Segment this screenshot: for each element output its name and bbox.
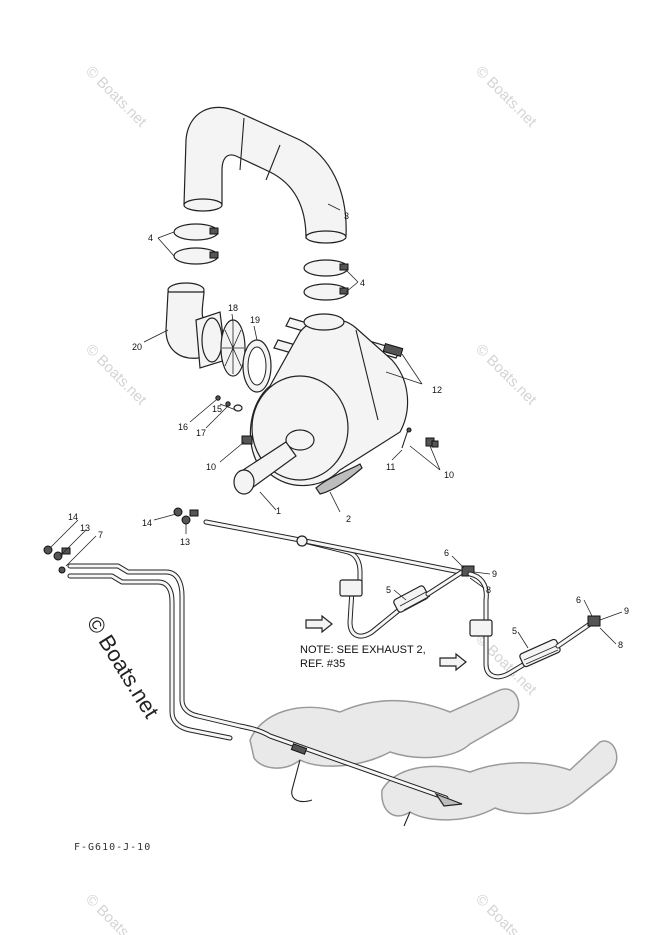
clip-10-left	[241, 435, 253, 445]
fittings-13-14-left	[43, 545, 71, 574]
callout-17: 17	[196, 428, 206, 438]
callout-2: 2	[346, 514, 351, 524]
callout-15: 15	[212, 404, 222, 414]
exhaust-manifold-outline	[249, 688, 618, 827]
muffler-body-1	[233, 313, 409, 495]
callout-19: 19	[250, 315, 260, 325]
callout-3: 3	[344, 211, 349, 221]
hose-assembly-5-left	[339, 565, 475, 639]
callout-16: 16	[178, 422, 188, 432]
fittings-13-14-center	[173, 507, 199, 525]
note-line-1: NOTE: SEE EXHAUST 2,	[300, 644, 426, 656]
callout-8-right: 8	[618, 640, 623, 650]
callout-7: 7	[98, 530, 103, 540]
callout-11: 11	[386, 462, 395, 472]
note-arrows	[305, 614, 467, 672]
callout-4-right: 4	[360, 278, 365, 288]
callout-10-left: 10	[206, 462, 216, 472]
callout-9-right: 9	[624, 606, 629, 616]
exhaust-hose-3	[183, 106, 347, 244]
clip-10-right	[425, 437, 439, 448]
watermark-bottom-right: © Boats.net	[472, 891, 540, 935]
callout-9-left: 9	[492, 569, 497, 579]
bolts-15-16-17	[215, 395, 243, 412]
callout-4-left: 4	[148, 233, 153, 243]
hose-clamps-left	[173, 223, 219, 265]
hose-clamps-right	[303, 259, 349, 301]
callout-10-right: 10	[444, 470, 454, 480]
screw-11	[401, 427, 412, 449]
cooling-pipes-7	[67, 563, 463, 807]
watermark-top-left: © Boats.net	[82, 63, 150, 131]
figure-code: F-G610-J-10	[74, 842, 151, 853]
watermark-bottom-left: © Boats.net	[82, 891, 150, 935]
callout-labels: 3 4 4 20 18 19 12 16 17 15 10 11 10 1 2 …	[68, 211, 629, 650]
callout-6-right: 6	[576, 595, 581, 605]
callout-5-right: 5	[512, 626, 517, 636]
callout-6-left: 6	[444, 548, 449, 558]
callout-14-left: 14	[68, 512, 78, 522]
note-line-2: REF. #35	[300, 658, 345, 670]
callout-13-left: 13	[80, 523, 90, 533]
callout-20: 20	[132, 342, 142, 352]
callout-5-left: 5	[386, 585, 391, 595]
elbow-20	[165, 282, 227, 369]
callout-12: 12	[432, 385, 442, 395]
callout-8-left: 8	[486, 585, 491, 595]
screen-disk-18	[220, 319, 246, 377]
cooling-pipe-upper	[203, 519, 473, 593]
watermark-mid-right: © Boats.net	[472, 341, 540, 409]
gasket-19	[242, 339, 272, 393]
callout-1: 1	[276, 506, 281, 516]
callout-13-center: 13	[180, 537, 190, 547]
note-block: NOTE: SEE EXHAUST 2, REF. #35	[300, 644, 426, 670]
hose-assembly-5-right	[467, 571, 601, 680]
watermark-top-right: © Boats.net	[472, 63, 540, 131]
callout-18: 18	[228, 303, 238, 313]
callout-14-center: 14	[142, 518, 152, 528]
watermark-large: © Boats.net	[82, 611, 164, 722]
callout-leaders	[49, 203, 623, 649]
